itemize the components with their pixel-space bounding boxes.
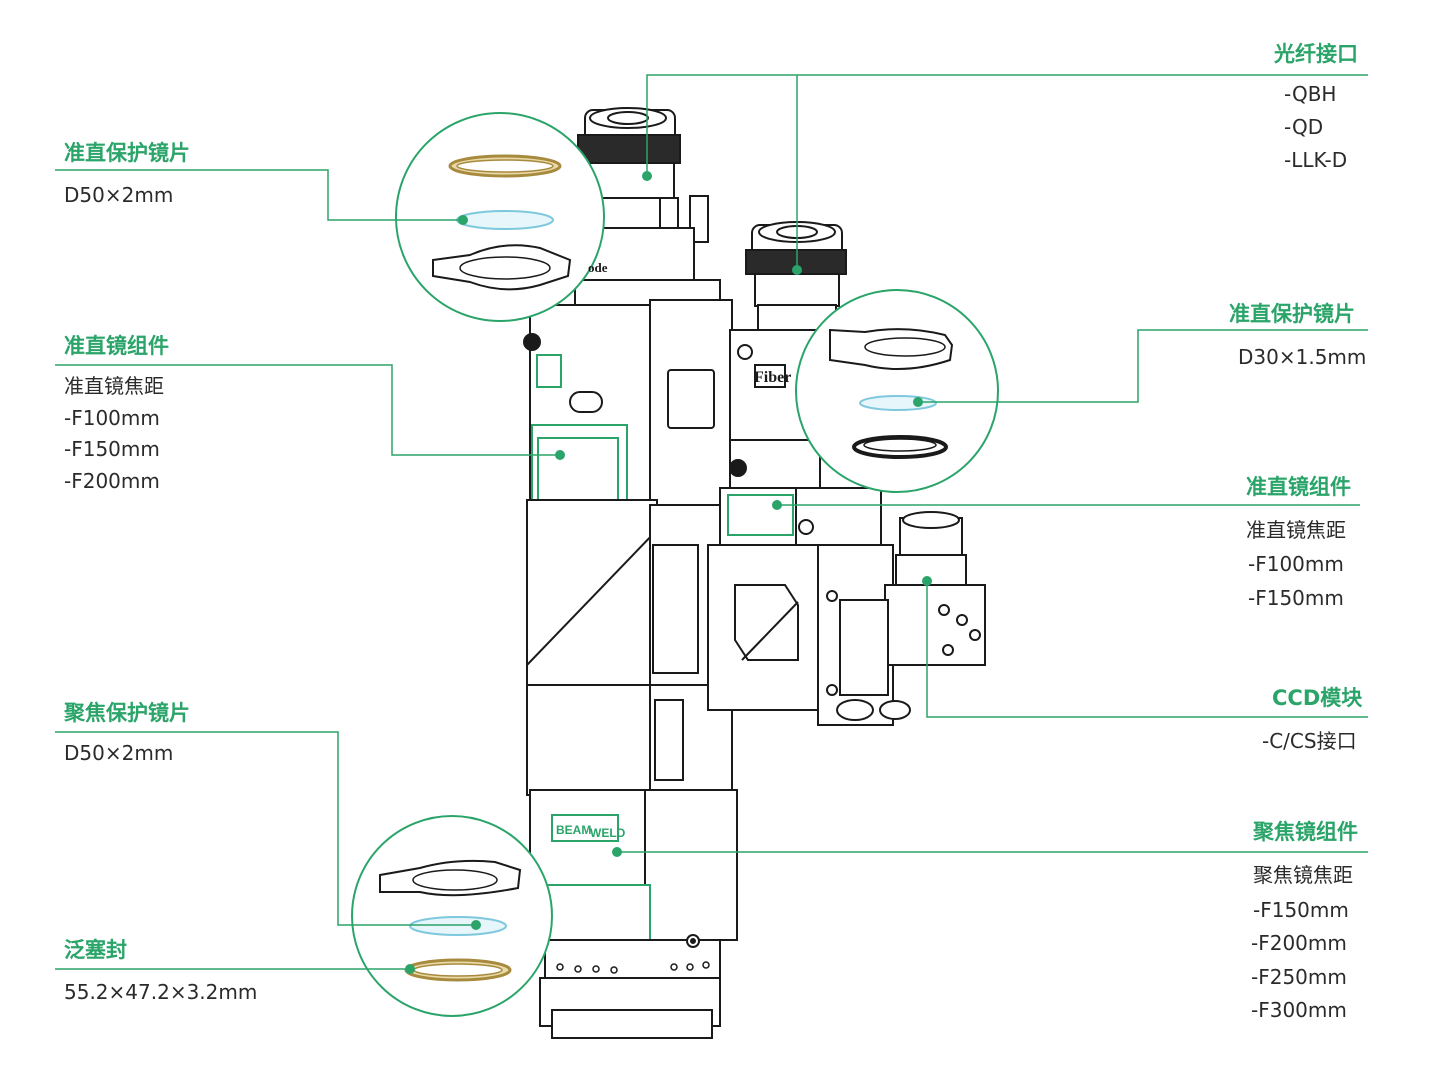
collimation-lens-assembly-right-spec: 准直镜焦距	[1246, 518, 1346, 542]
leader-lines	[55, 74, 1368, 970]
detail-circle-right	[795, 289, 999, 493]
collimation-lens-assembly-right-title: 准直镜组件	[1246, 475, 1351, 499]
collimation-lens-assembly-left-spec: 准直镜焦距	[64, 374, 164, 398]
fiber-interface-spec: -LLK-D	[1284, 148, 1348, 172]
seal-spec: 55.2×47.2×3.2mm	[64, 980, 258, 1004]
focusing-protective-lens-spec: D50×2mm	[64, 741, 174, 765]
collimation-lens-assembly-left-spec: -F150mm	[64, 437, 160, 461]
collimation-protective-lens-left-title: 准直保护镜片	[64, 141, 190, 165]
detail-circle-bottom	[351, 815, 553, 1017]
nozzle-holes	[556, 961, 710, 974]
brand-left-marking: BEAM	[556, 823, 591, 837]
fiber-marking: Fiber	[754, 369, 791, 386]
leader-dots	[405, 171, 932, 974]
fiber-interface-title: 光纤接口	[1274, 42, 1358, 66]
focusing-protective-lens-title: 聚焦保护镜片	[64, 701, 190, 725]
focusing-lens-assembly-spec: 聚焦镜焦距	[1253, 863, 1353, 887]
seal-title: 泛塞封	[64, 938, 127, 962]
focusing-lens-assembly-spec: -F300mm	[1251, 998, 1347, 1022]
focusing-lens-assembly-spec: -F200mm	[1251, 931, 1347, 955]
fiber-interface-spec: -QBH	[1284, 82, 1337, 106]
collimation-protective-lens-right-spec: D30×1.5mm	[1238, 345, 1367, 369]
ccd-module-spec: -C/CS接口	[1262, 729, 1357, 753]
ccd-module-title: CCD模块	[1272, 686, 1363, 710]
focusing-lens-assembly-spec: -F150mm	[1253, 898, 1349, 922]
main-body	[523, 107, 738, 1039]
collimation-lens-assembly-right-spec: -F100mm	[1248, 552, 1344, 576]
collimation-protective-lens-left-spec: D50×2mm	[64, 183, 174, 207]
focusing-lens-assembly-title: 聚焦镜组件	[1253, 820, 1358, 844]
brand-right-marking: WELD	[590, 826, 626, 840]
partial-marking: ode	[588, 260, 608, 275]
collimation-lens-assembly-left-spec: -F200mm	[64, 469, 160, 493]
collimation-protective-lens-right-title: 准直保护镜片	[1229, 302, 1355, 326]
second-fiber-module	[707, 221, 986, 726]
collimation-lens-assembly-left-title: 准直镜组件	[64, 334, 169, 358]
detail-circle-top	[395, 112, 605, 322]
fiber-interface-spec: -QD	[1284, 115, 1324, 139]
collimation-lens-assembly-left-spec: -F100mm	[64, 406, 160, 430]
focusing-lens-assembly-spec: -F250mm	[1251, 965, 1347, 989]
collimation-lens-assembly-right-spec: -F150mm	[1248, 586, 1344, 610]
